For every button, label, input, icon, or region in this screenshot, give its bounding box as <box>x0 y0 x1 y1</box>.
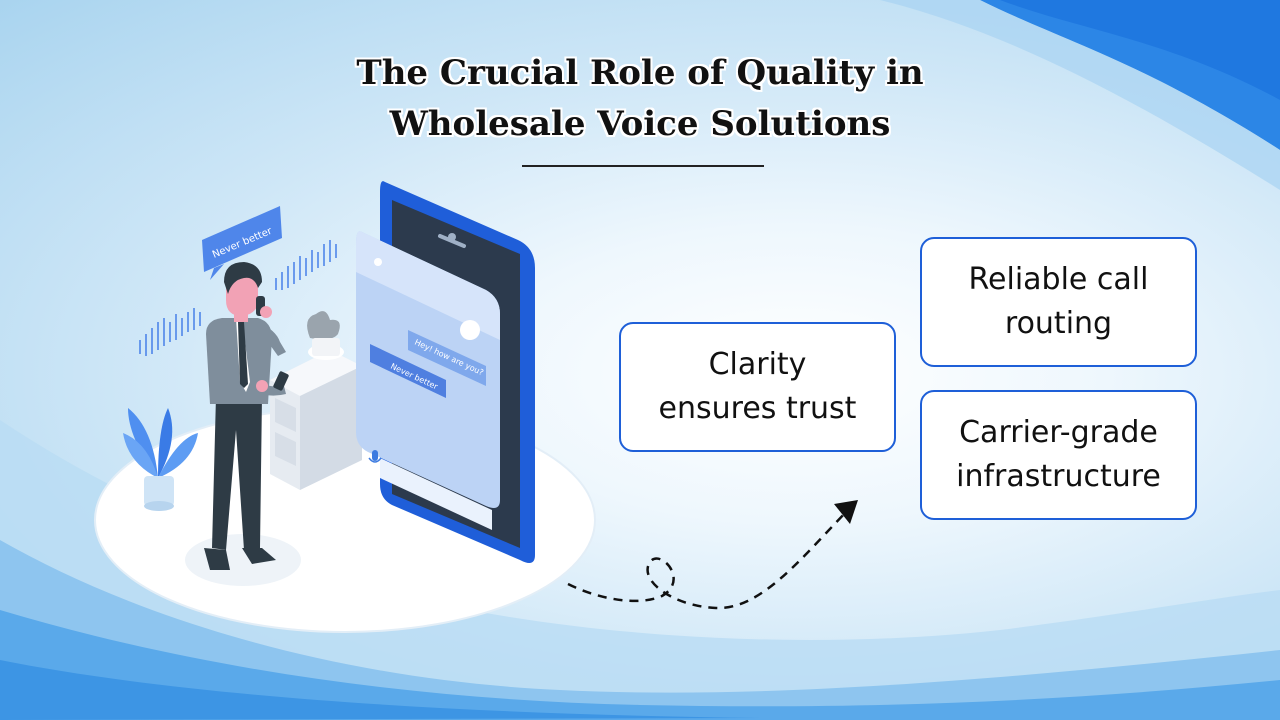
person-with-phone-illustration: Hey! how are you? Never better Never bet… <box>94 181 596 633</box>
card-routing-line-2: routing <box>1004 306 1113 341</box>
card-carrier-line-2: infrastructure <box>956 459 1161 494</box>
businessman-figure <box>204 262 289 570</box>
title-line-1: The Crucial Role of Quality in <box>356 53 924 93</box>
card-reliable-routing: Reliable call routing <box>920 237 1197 367</box>
title-line-2: Wholesale Voice Solutions <box>389 104 891 144</box>
card-clarity: Clarity ensures trust <box>619 322 896 452</box>
card-routing-line-1: Reliable call <box>968 262 1149 297</box>
card-carrier-line-1: Carrier-grade <box>959 415 1158 450</box>
potted-plant-icon <box>123 408 198 511</box>
smartphone-icon: Hey! how are you? Never better <box>356 181 535 564</box>
sound-wave-icon <box>139 308 201 356</box>
page-title: The Crucial Role of Quality in Wholesale… <box>290 48 990 150</box>
nightstand <box>270 311 362 490</box>
microphone-icon <box>368 450 382 463</box>
sound-wave-icon-right <box>275 240 337 290</box>
card-clarity-line-2: ensures trust <box>658 391 857 426</box>
dashed-arrow <box>567 500 858 610</box>
card-carrier-grade: Carrier-grade infrastructure <box>920 390 1197 520</box>
title-underline <box>522 165 764 167</box>
card-clarity-line-1: Clarity <box>708 347 807 382</box>
